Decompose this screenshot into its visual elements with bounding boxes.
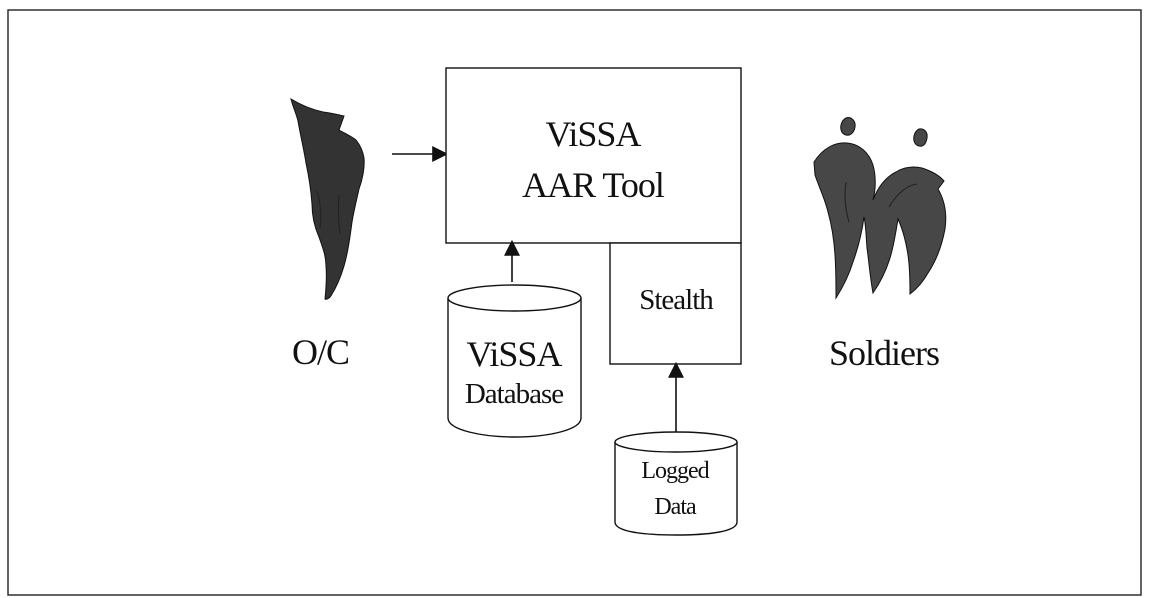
soldiers-label: Soldiers [829,333,939,373]
logged-data-cylinder [614,431,738,536]
stealth-label: Stealth [639,284,714,316]
logged-data-label-line2: Data [654,494,697,520]
vissa-aar-tool-box [445,67,742,244]
soldiers-figure-icon [813,117,947,300]
vissa-database-label-line2: Database [465,378,563,410]
oc-label: O/C [292,332,349,372]
diagram-frame [7,9,1142,596]
oc-figure-icon [290,97,365,300]
vissa-database-label-line1: ViSSA [467,334,563,374]
vissa-database-cylinder [447,284,582,438]
logged-data-label-line1: Logged [641,458,709,484]
vissa-aar-tool-title-line1: ViSSA [546,114,642,154]
vissa-aar-tool-title-line2: AAR Tool [522,165,665,205]
stealth-box [609,242,742,365]
